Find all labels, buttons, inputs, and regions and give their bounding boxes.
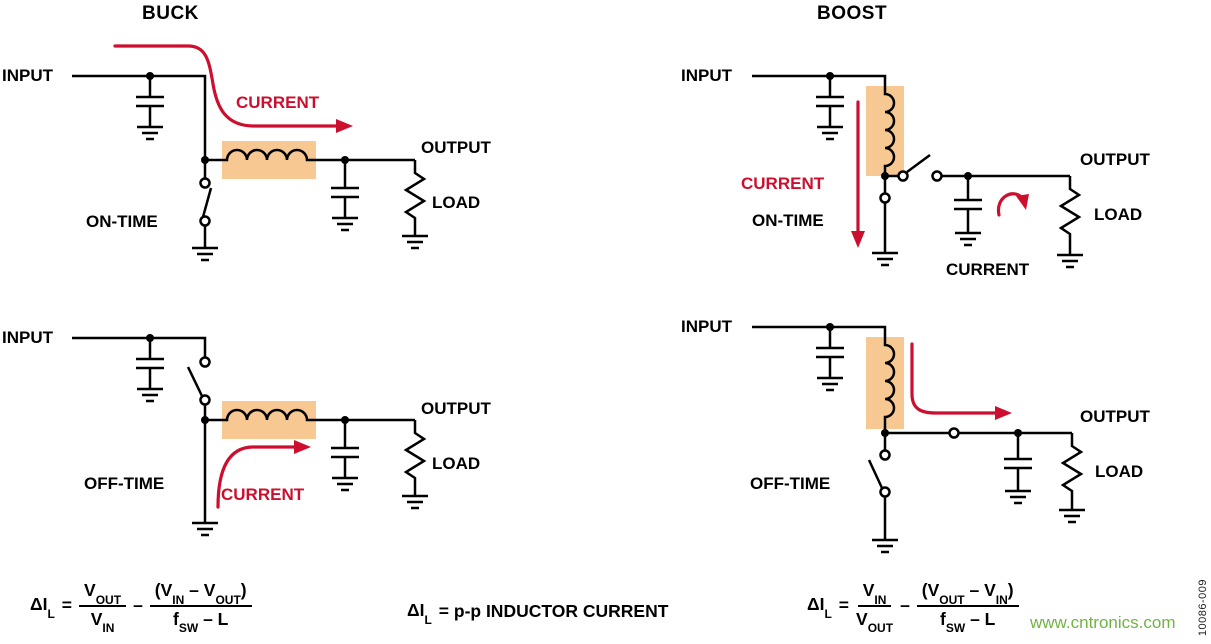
buck-off-wires — [72, 336, 427, 523]
current-arrowhead — [294, 440, 311, 454]
switch-terminal — [897, 170, 909, 182]
buck-on-input-label: INPUT — [2, 66, 53, 85]
fraction-vin-over-vout: VIN VOUT — [856, 580, 894, 635]
buck-off-circuit — [72, 334, 428, 537]
current-arrowhead — [995, 406, 1012, 420]
buck-on-current-label: CURRENT — [236, 93, 320, 112]
junction-dot — [881, 172, 889, 180]
junction-dot — [201, 156, 209, 164]
switch-terminal — [199, 177, 211, 189]
operator: – — [900, 595, 910, 615]
boost-on-current-label: CURRENT — [741, 174, 825, 193]
switch-terminal — [931, 170, 943, 182]
junction-dot — [826, 323, 834, 331]
ground-symbols — [817, 125, 1083, 269]
switch-terminal — [879, 192, 891, 204]
current-arrowhead — [851, 231, 865, 248]
buck-title: BUCK — [142, 3, 199, 24]
buck-on-output-label: OUTPUT — [421, 138, 491, 157]
fraction-vdiff-over-fswl: (VOUT – VIN) fSW – L — [916, 580, 1019, 634]
fraction-vdiff-over-fswl: (VIN – VOUT) fSW – L — [149, 580, 252, 634]
operator: – — [133, 595, 143, 615]
junction-dot — [964, 172, 972, 180]
delta-il-term: ΔIL — [407, 600, 432, 627]
boost-off-circuit — [752, 323, 1085, 554]
junction-dot — [146, 334, 154, 342]
inductor-highlight — [866, 337, 904, 429]
boost-off-output-label: OUTPUT — [1080, 407, 1150, 426]
current-arrowhead — [336, 119, 353, 133]
boost-on-circuit — [752, 72, 1083, 269]
ground-symbols — [137, 387, 428, 537]
ground-symbols — [817, 376, 1085, 554]
delta-il-term: ΔIL — [807, 594, 832, 621]
boost-off-wires — [752, 325, 1084, 540]
buck-on-circuit — [72, 44, 428, 262]
boost-off-time-label: OFF-TIME — [750, 474, 831, 493]
switch-terminal — [879, 486, 891, 498]
equals-sign: = — [61, 595, 73, 615]
inductor-highlight — [222, 401, 316, 439]
junction-dot — [881, 429, 889, 437]
switch-terminal — [199, 356, 211, 368]
switch-terminal — [199, 394, 211, 406]
switch-terminal — [199, 215, 211, 227]
current-arrow — [216, 445, 296, 509]
equals-sign: = — [838, 595, 850, 615]
boost-off-input-label: INPUT — [681, 317, 732, 336]
buck-off-output-label: OUTPUT — [421, 399, 491, 418]
boost-on-output-label: OUTPUT — [1080, 150, 1150, 169]
junction-dot — [146, 72, 154, 80]
boost-ripple-formula: ΔIL = VIN VOUT – (VOUT – VIN) fSW – L — [807, 580, 1019, 635]
buck-ripple-formula: ΔIL = VOUT VIN – (VIN – VOUT) fSW – L — [30, 580, 252, 634]
figure-code: 10086-009 — [1197, 578, 1209, 636]
delta-il-term: ΔIL — [30, 594, 55, 621]
inductor-highlight — [222, 141, 316, 179]
buck-off-current-label: CURRENT — [221, 485, 305, 504]
buck-on-wires — [72, 74, 427, 248]
ground-symbols — [137, 125, 428, 262]
buck-off-time-label: OFF-TIME — [84, 474, 165, 493]
junction-dot — [341, 416, 349, 424]
boost-on-load-current-label: CURRENT — [946, 260, 1030, 279]
buck-off-input-label: INPUT — [2, 328, 53, 347]
boost-title: BOOST — [817, 3, 888, 24]
watermark: www.cntronics.com — [1030, 613, 1176, 632]
boost-on-time-label: ON-TIME — [752, 211, 824, 230]
ripple-definition: ΔIL = p-p INDUCTOR CURRENT — [407, 600, 669, 627]
boost-on-load-label: LOAD — [1094, 205, 1143, 224]
boost-on-input-label: INPUT — [681, 66, 732, 85]
buck-on-load-label: LOAD — [432, 193, 481, 212]
junction-dot — [341, 156, 349, 164]
current-arrow — [113, 44, 338, 128]
buck-on-time-label: ON-TIME — [86, 212, 158, 231]
current-arrowhead — [1016, 194, 1029, 210]
switch-terminal — [948, 427, 960, 439]
definition-text: = p-p INDUCTOR CURRENT — [438, 600, 669, 621]
current-arrow — [910, 342, 997, 415]
boost-off-load-label: LOAD — [1095, 462, 1144, 481]
fraction-vout-over-vin: VOUT VIN — [79, 580, 127, 634]
switch-terminal — [879, 449, 891, 461]
boost-on-wires — [752, 74, 1082, 255]
buck-off-load-label: LOAD — [432, 454, 481, 473]
junction-dot — [826, 72, 834, 80]
junction-dot — [1014, 429, 1022, 437]
junction-dot — [201, 416, 209, 424]
